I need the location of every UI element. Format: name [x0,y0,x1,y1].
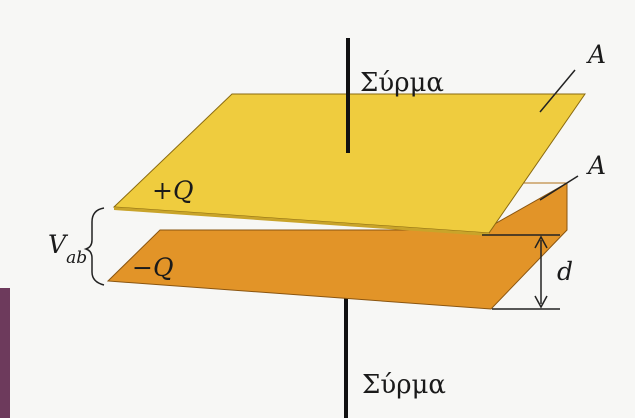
positive-charge-label: +Q [152,176,194,205]
voltage-label-main: V [48,230,67,259]
separation-arrow-head-up [534,235,548,249]
separation-arrow-head-down [534,295,548,309]
negative-charge-label: −Q [132,253,174,282]
separation-label: d [557,257,574,286]
voltage-label-subscript: ab [66,248,88,268]
bottom-area-label: A [588,151,607,180]
voltage-label: Vab [48,230,87,267]
top-plate-edge [114,207,489,236]
top-wire-label: Σύρμα [360,68,444,98]
voltage-brace [83,207,105,286]
bottom-wire-label: Σύρμα [362,370,446,400]
left-edge-strip [0,288,10,418]
area-bottom-leader [539,175,579,201]
top-area-label: A [588,40,607,69]
area-top-leader [539,69,576,113]
